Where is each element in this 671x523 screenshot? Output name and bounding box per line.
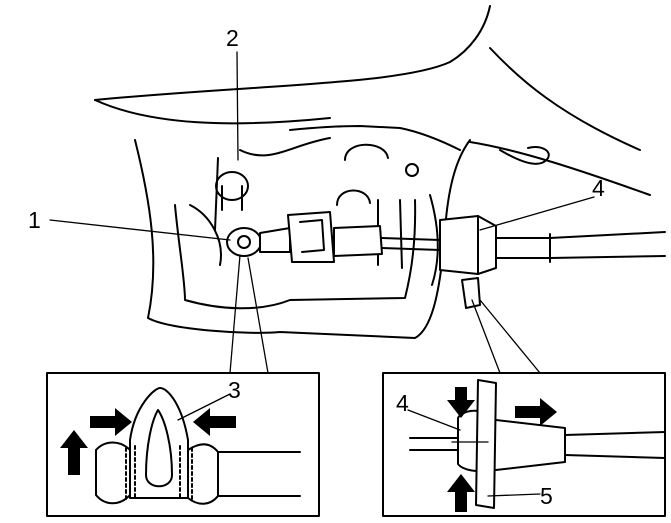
body-panel-lower-edge	[94, 99, 331, 125]
leader-4-inset	[407, 409, 461, 431]
inset-3-connector	[229, 254, 269, 374]
cable-inner-rod	[381, 237, 441, 251]
cable-casing-inset	[495, 419, 566, 471]
leader-2	[236, 51, 239, 161]
arrow-up-icon	[447, 474, 475, 512]
inset-left	[46, 372, 320, 517]
bushing-left-top	[95, 441, 131, 451]
leader-3	[177, 393, 231, 421]
console-top-rim	[289, 125, 461, 151]
housing-hole-upper	[344, 143, 389, 161]
leader-1	[49, 219, 231, 241]
cable-end-clip	[287, 211, 335, 263]
leader-4	[479, 196, 595, 231]
clip-slot	[145, 409, 173, 488]
leader-5	[487, 493, 541, 497]
housing-hole-small	[405, 163, 419, 177]
housing-rib-2	[399, 199, 403, 269]
cable-outer-tube	[333, 225, 383, 257]
console-housing	[134, 139, 471, 339]
inset-left-frame	[46, 372, 320, 517]
pin-shaft	[221, 185, 243, 211]
console-inner-wall	[174, 199, 417, 310]
cable-rod-inset-right	[409, 437, 461, 451]
lever-arm	[214, 137, 331, 231]
clip-hatch	[125, 445, 193, 501]
pin-head	[215, 171, 249, 201]
arrow-right-icon	[515, 398, 557, 426]
clip-body	[129, 387, 189, 499]
bushing-left-side	[95, 449, 131, 505]
inset-right	[382, 372, 666, 517]
inset-5-connector	[471, 299, 541, 374]
cable-rod-inset	[217, 451, 301, 497]
cable-line-inset	[564, 431, 666, 459]
callout-4: 4	[592, 175, 605, 201]
arrow-right-icon	[90, 408, 132, 436]
body-panel-edge	[94, 5, 491, 101]
arrow-down-icon	[447, 387, 475, 418]
housing-hole-middle	[336, 189, 371, 206]
callout-4-inset: 4	[396, 390, 409, 416]
callout-3: 3	[228, 377, 241, 403]
ball-joint-inner	[237, 235, 251, 249]
inset-right-frame	[382, 372, 666, 517]
arrow-left-icon	[193, 408, 236, 436]
cable-bracket	[439, 215, 497, 275]
callout-5: 5	[540, 483, 553, 509]
clip-hook	[499, 146, 550, 165]
arrow-up-icon	[60, 430, 88, 475]
cable-end-sleeve	[259, 227, 291, 253]
cable-casing	[495, 237, 551, 259]
main-view	[49, 5, 666, 374]
trim-edge-right	[489, 47, 641, 151]
trim-edge-right-lower	[469, 141, 651, 196]
cable-end-clip-detail	[299, 219, 325, 253]
lock-plate	[475, 379, 497, 509]
callout-2: 2	[226, 25, 239, 51]
callout-1: 1	[28, 207, 41, 233]
housing-rib-3	[429, 194, 439, 286]
bracket-lock-tab	[461, 277, 481, 309]
bushing-right	[187, 443, 219, 505]
cable-line	[549, 231, 666, 259]
